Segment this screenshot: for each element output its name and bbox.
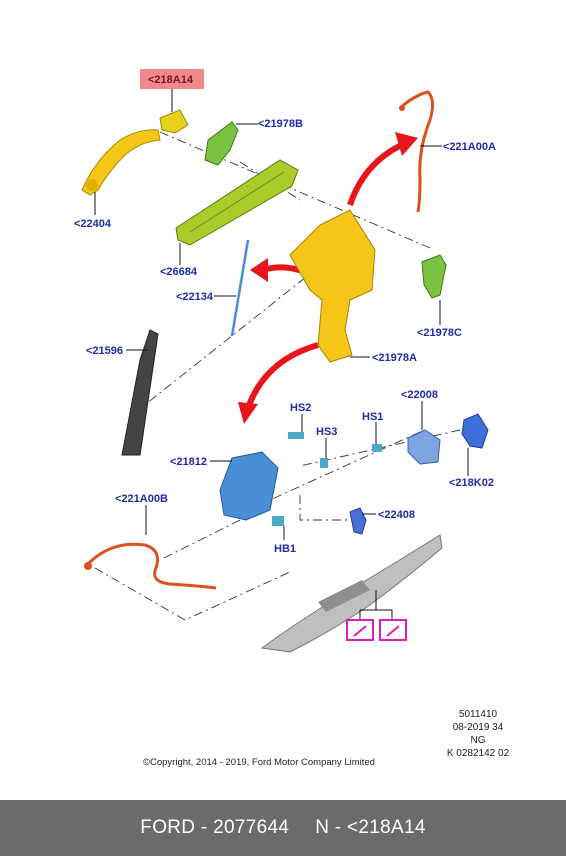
exploded-parts-diagram: <218A14 <21978B <221A00A <22404 <26684 <… bbox=[74, 69, 510, 768]
label-21812: <21812 bbox=[170, 456, 207, 468]
part-bracket-21978B bbox=[204, 121, 239, 166]
label-hs1: HS1 bbox=[362, 411, 383, 423]
label-22404: <22404 bbox=[74, 218, 112, 230]
label-22134: <22134 bbox=[176, 291, 214, 303]
label-221A00B: <221A00B bbox=[115, 493, 168, 505]
part-cap-218A14 bbox=[159, 109, 189, 134]
label-21978B: <21978B bbox=[258, 118, 303, 130]
label-21978C: <21978C bbox=[417, 327, 462, 339]
part-cable-221A00B bbox=[84, 542, 217, 590]
part-trim-panel bbox=[260, 534, 443, 653]
part-bracket-22008 bbox=[407, 429, 441, 465]
leader-lines bbox=[94, 89, 469, 540]
label-221A00A: <221A00A bbox=[443, 141, 496, 153]
info-line-4: K 0282142 02 bbox=[447, 748, 510, 759]
label-hs2: HS2 bbox=[290, 402, 311, 414]
part-frame-26684 bbox=[175, 159, 299, 246]
magenta-callout-boxes bbox=[346, 590, 407, 641]
copyright-text: ©Copyright, 2014 - 2019, Ford Motor Comp… bbox=[143, 757, 375, 768]
info-line-1: 5011410 bbox=[459, 709, 498, 720]
label-21978A: <21978A bbox=[372, 352, 417, 364]
footer-bar: FORD - 2077644 N - <218A14 bbox=[0, 800, 566, 856]
label-26684: <26684 bbox=[160, 266, 198, 278]
part-rod-22134 bbox=[230, 239, 250, 337]
info-line-3: NG bbox=[471, 735, 486, 746]
part-screws bbox=[272, 432, 382, 526]
part-latch-21812 bbox=[219, 451, 279, 521]
part-clip-22408 bbox=[349, 507, 367, 535]
part-reinforcement-21978A bbox=[289, 209, 376, 363]
label-218A14: <218A14 bbox=[148, 74, 194, 86]
label-22008: <22008 bbox=[401, 389, 438, 401]
highlight-box bbox=[140, 69, 204, 89]
label-22408: <22408 bbox=[378, 509, 415, 521]
label-21596: <21596 bbox=[86, 345, 123, 357]
info-line-2: 08-2019 34 bbox=[453, 722, 504, 733]
footer-part-ref: FORD - 2077644 bbox=[140, 817, 290, 838]
part-handle-22404 bbox=[81, 129, 161, 196]
label-hs3: HS3 bbox=[316, 426, 337, 438]
label-218K02: <218K02 bbox=[449, 477, 494, 489]
part-cable-221A00A bbox=[399, 90, 435, 213]
label-hb1: HB1 bbox=[274, 543, 296, 555]
movement-arrows bbox=[238, 132, 418, 424]
footer-position-ref: N - <218A14 bbox=[315, 817, 426, 838]
part-plate-218K02 bbox=[461, 413, 489, 449]
part-channel-21596 bbox=[121, 329, 159, 456]
part-bracket-21978C bbox=[421, 254, 447, 299]
